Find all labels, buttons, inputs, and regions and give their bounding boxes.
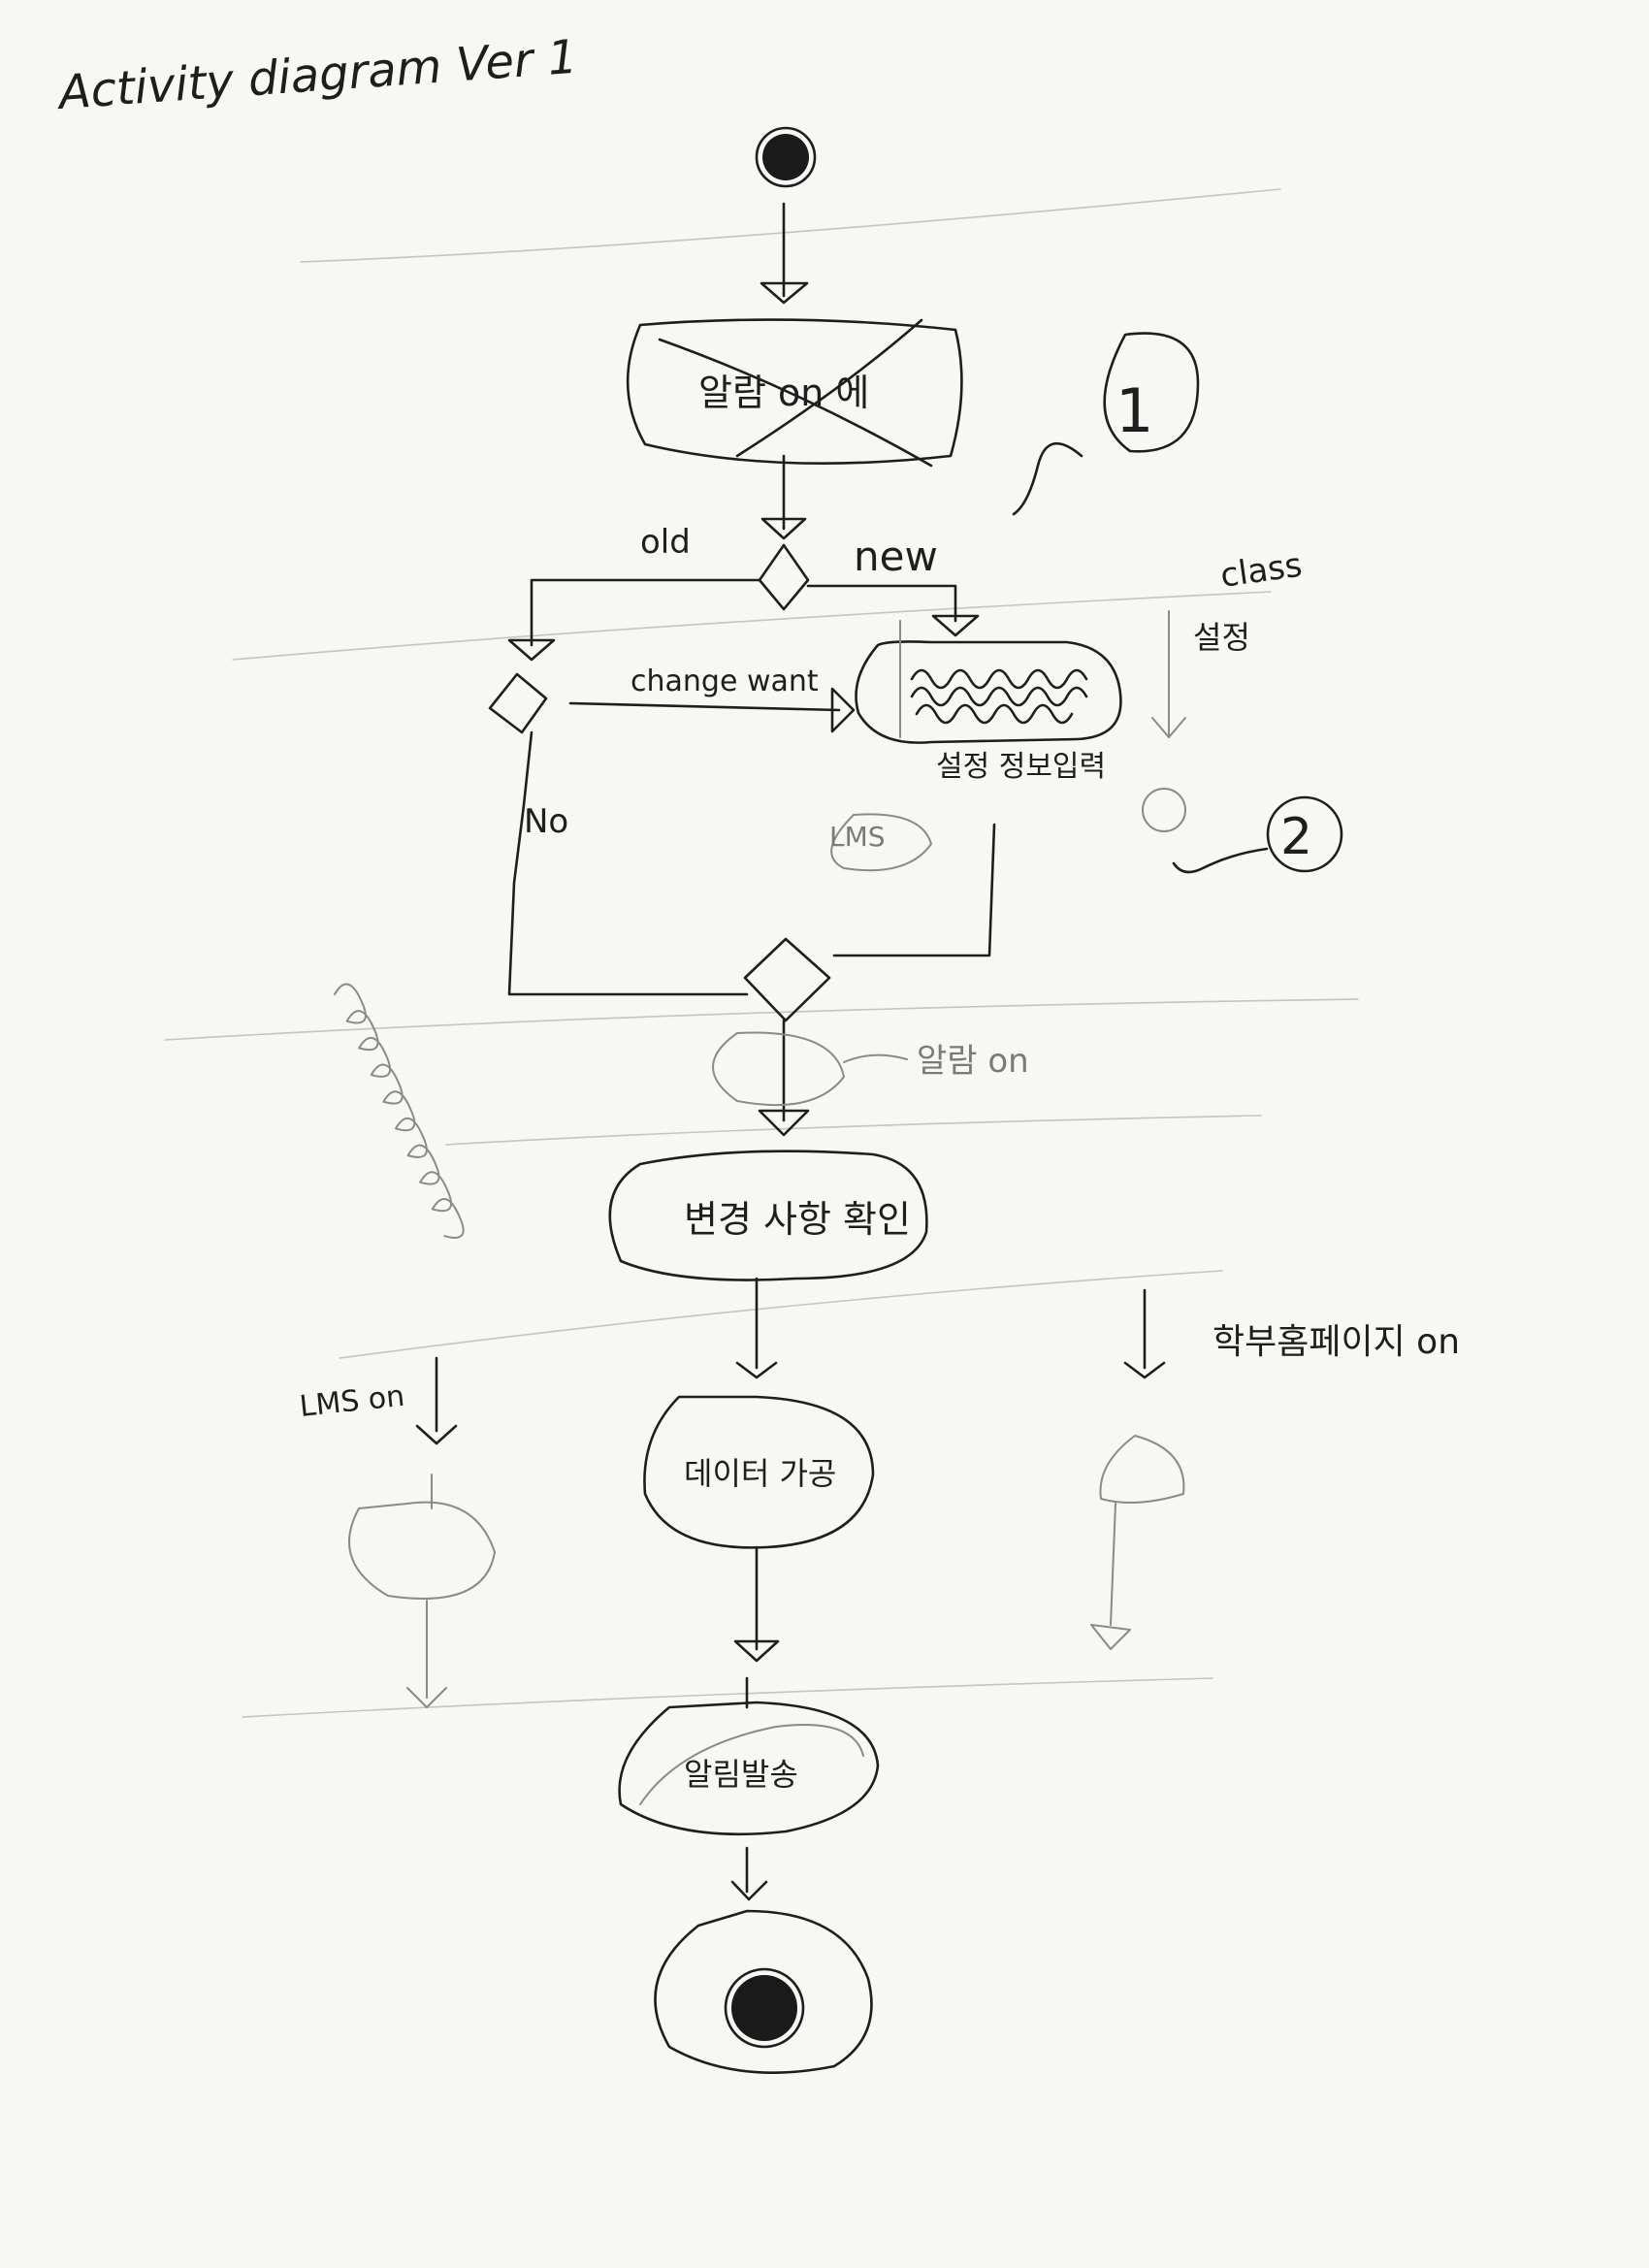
lms-on-label: LMS on	[298, 1379, 406, 1424]
note-1: 1	[1012, 332, 1200, 516]
note-1-number: 1	[1116, 375, 1153, 446]
confirm-changes-label: 변경 사항 확인	[684, 1198, 911, 1241]
dept-homepage-label: 학부홈페이지 on	[1212, 1322, 1460, 1362]
initial-node	[762, 134, 809, 180]
background-lines	[164, 188, 1359, 1718]
lms-node	[348, 1501, 496, 1600]
confirm-changes-node	[608, 1150, 928, 1281]
change-want-label: change want	[630, 664, 819, 698]
new-label: new	[854, 533, 938, 580]
setup-action-label: 설정 정보입력	[936, 750, 1106, 784]
final-node-ring	[654, 1909, 873, 2074]
decision-change-want	[488, 672, 548, 734]
note-2-number: 2	[1280, 808, 1312, 866]
data-processing-label: 데이터 가공	[684, 1455, 836, 1492]
data-processing-node	[643, 1395, 875, 1549]
setting-label: 설정	[1193, 619, 1250, 656]
no-label: No	[524, 802, 568, 841]
send-alarm-label: 알림발송	[684, 1756, 798, 1793]
spiral-doodle	[334, 983, 465, 1239]
scribble-icon	[910, 668, 1088, 725]
final-node	[731, 1975, 797, 2041]
struck-action-node: 알람 on 에	[626, 318, 963, 468]
diagram-title: Activity diagram Ver 1	[54, 30, 579, 120]
merge-node	[743, 937, 831, 1022]
homepage-node	[1099, 1435, 1185, 1504]
send-alarm-node	[618, 1701, 880, 1836]
setup-action-node	[855, 640, 1122, 744]
note-2: 2	[1172, 795, 1343, 874]
lms-faint-label: LMS	[829, 821, 886, 853]
arrowhead	[760, 281, 809, 305]
decision-old-new	[758, 543, 810, 611]
old-label: old	[640, 523, 691, 562]
alarm-on-label: 알람 on	[917, 1042, 1029, 1081]
class-label: class	[1218, 546, 1305, 596]
struck-action-label: 알람 on 에	[698, 372, 869, 414]
